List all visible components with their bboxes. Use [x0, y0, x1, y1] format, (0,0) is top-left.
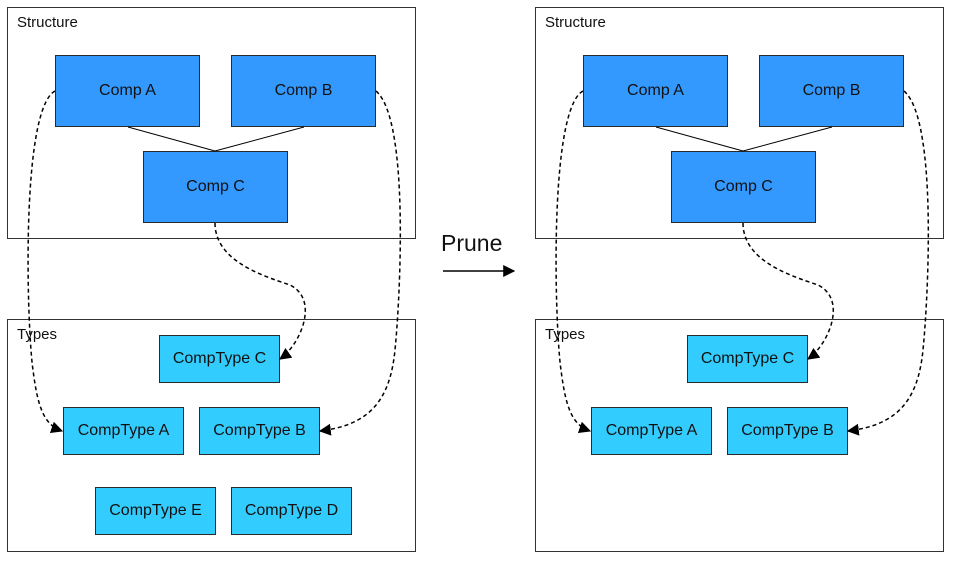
right-comp-a: Comp A — [583, 55, 728, 127]
left-types-label: Types — [17, 326, 58, 343]
left-comptype-a: CompType A — [63, 407, 184, 455]
prune-label: Prune — [441, 230, 503, 256]
left-comp-a: Comp A — [55, 55, 200, 127]
right-comp-c: Comp C — [671, 151, 816, 223]
right-structure-label: Structure — [545, 14, 606, 31]
left-structure-label: Structure — [17, 14, 78, 31]
left-comptype-c: CompType C — [159, 335, 280, 383]
left-comptype-d: CompType D — [231, 487, 352, 535]
right-comp-b: Comp B — [759, 55, 904, 127]
right-comptype-b: CompType B — [727, 407, 848, 455]
left-comptype-b: CompType B — [199, 407, 320, 455]
left-comp-b: Comp B — [231, 55, 376, 127]
right-types-label: Types — [545, 326, 586, 343]
left-comptype-e: CompType E — [95, 487, 216, 535]
left-comp-c: Comp C — [143, 151, 288, 223]
right-comptype-a: CompType A — [591, 407, 712, 455]
right-comptype-c: CompType C — [687, 335, 808, 383]
